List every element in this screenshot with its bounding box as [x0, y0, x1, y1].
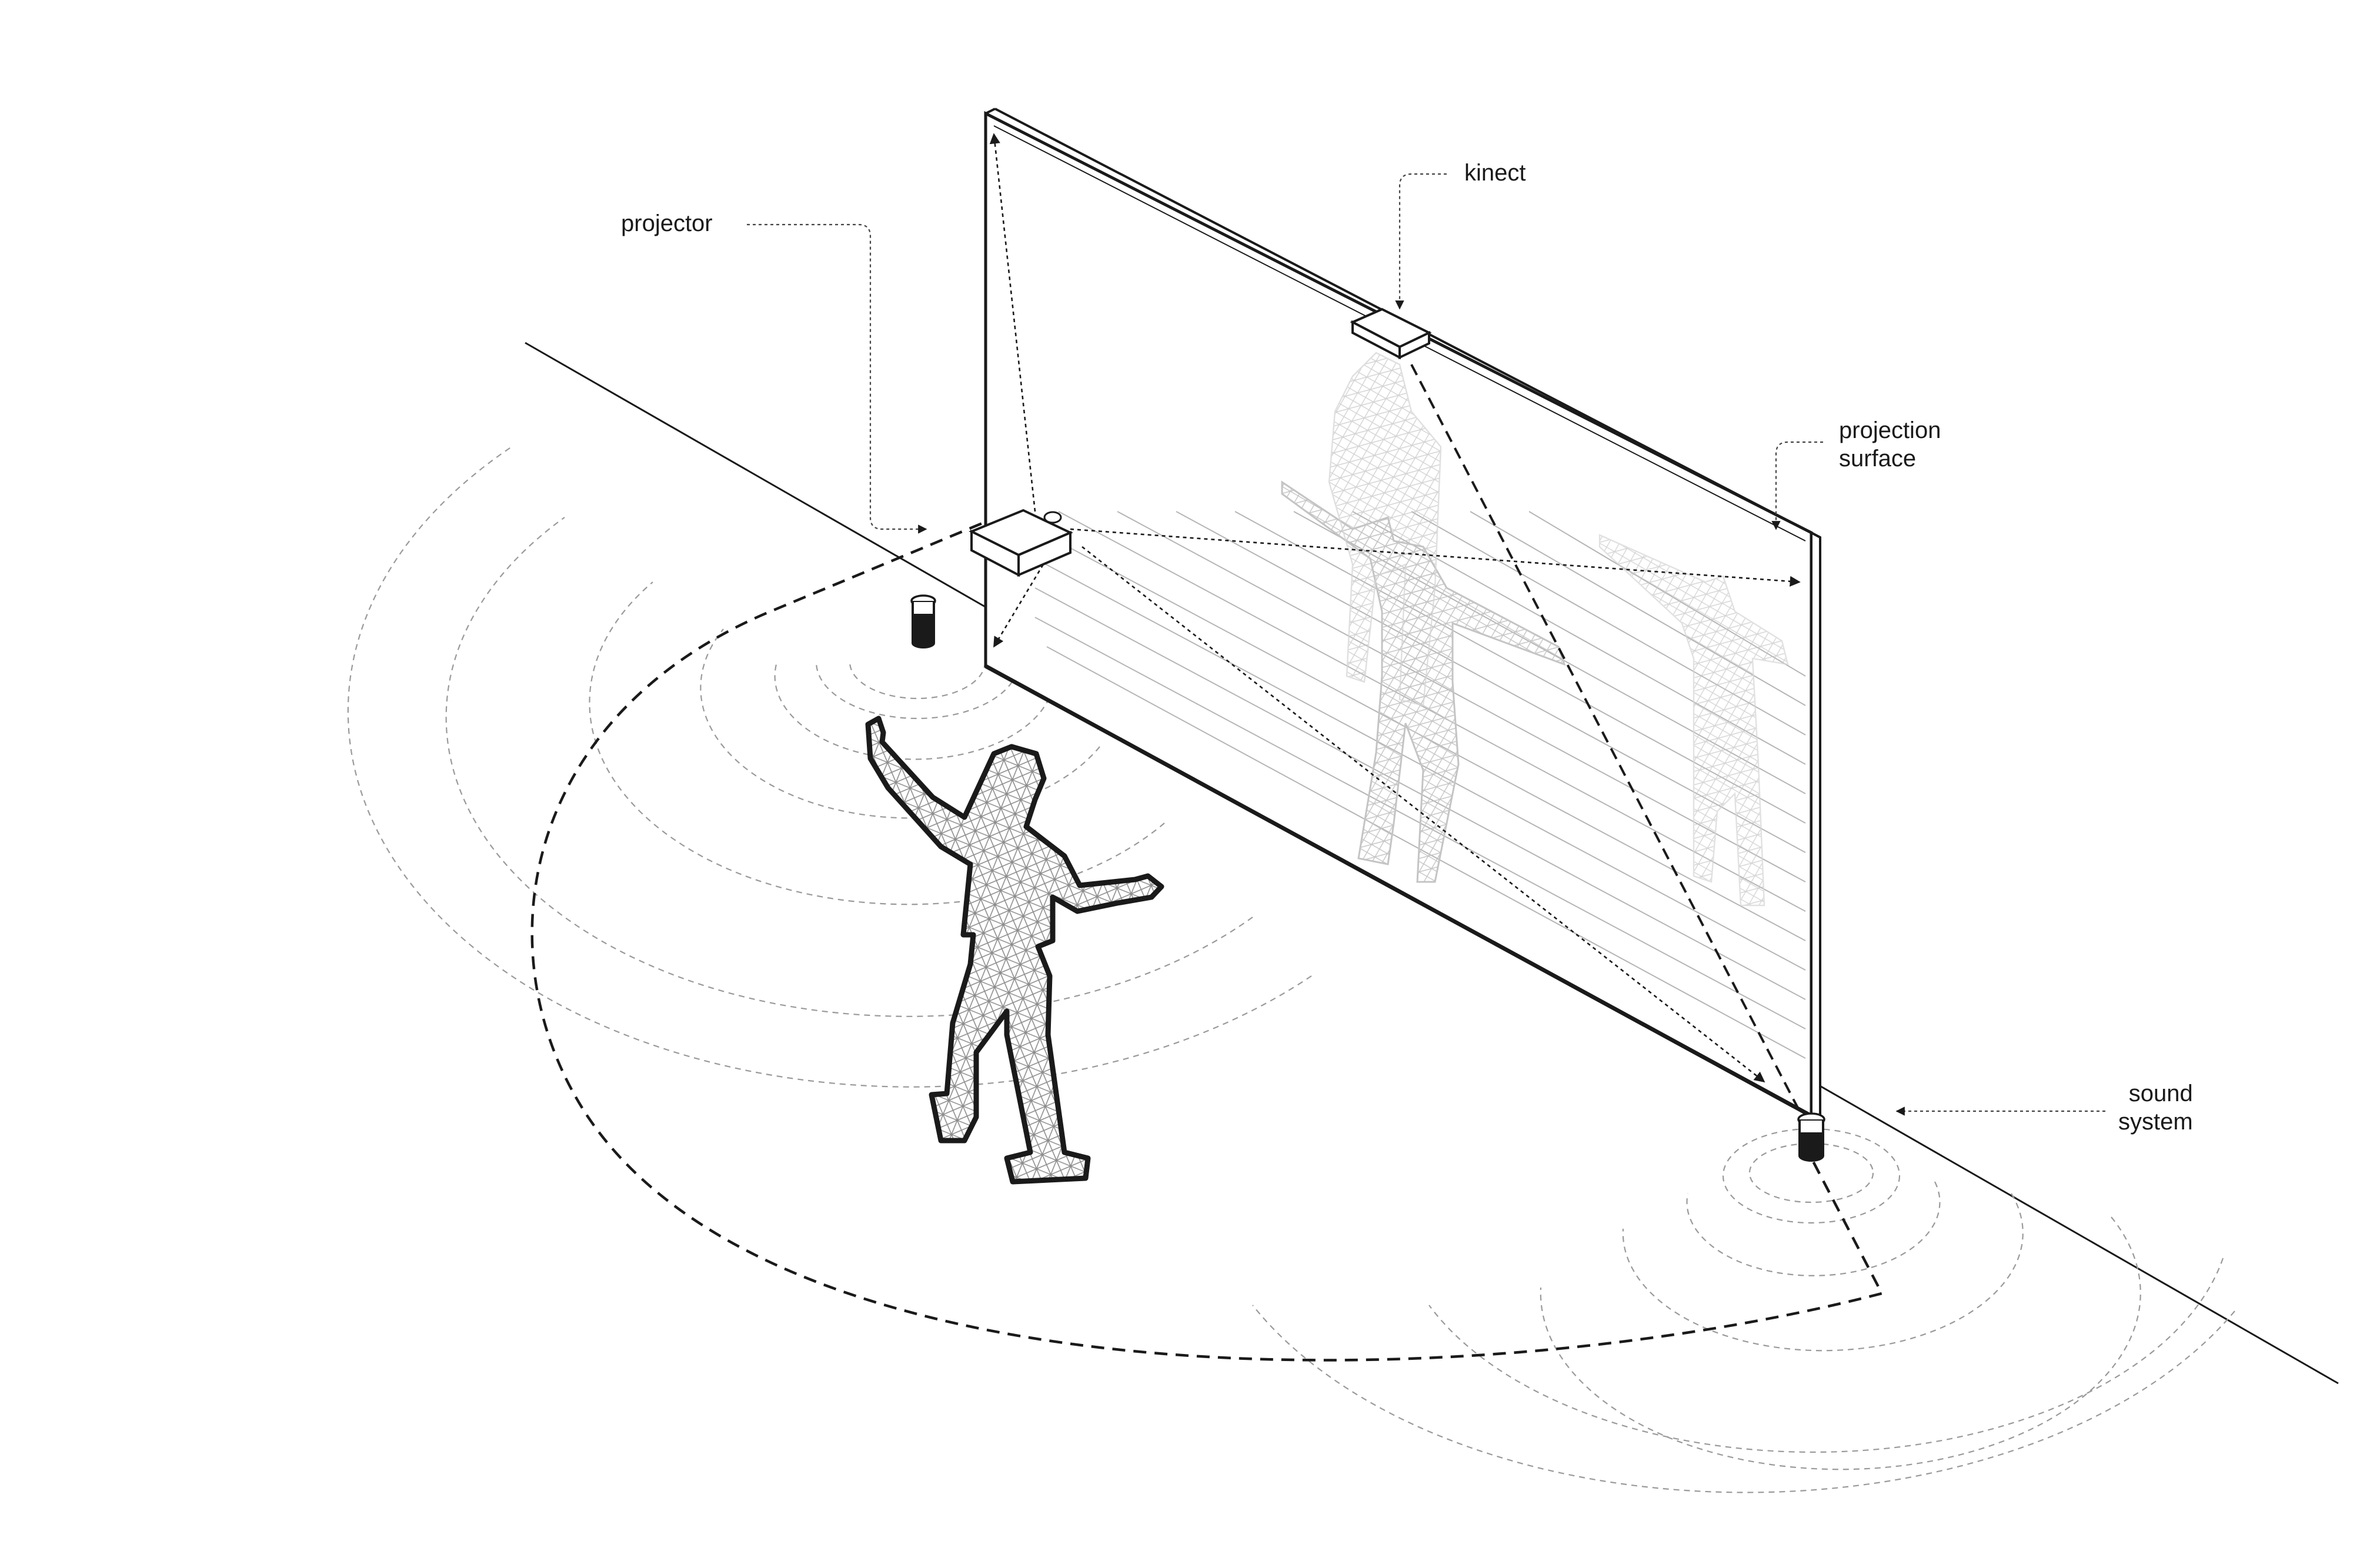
label-projection-surface-line1: projection — [1839, 417, 1941, 443]
label-projector: projector — [621, 210, 713, 236]
label-sound-system-line2: system — [2118, 1109, 2193, 1135]
speaker-left — [910, 594, 936, 648]
label-sound-system: sound system — [2118, 1079, 2193, 1136]
projection-beam — [989, 133, 1801, 1083]
leader-lines — [747, 173, 2105, 1116]
projector-device — [969, 509, 1073, 577]
kinect-detection-zone — [530, 343, 1884, 1362]
projected-figure-echo-right — [1598, 534, 1789, 907]
kinect-sensing-beam — [1410, 364, 1801, 1112]
label-projection-surface-line2: surface — [1839, 446, 1917, 472]
sound-waves-right — [1252, 1128, 2235, 1493]
person-silhouette — [865, 716, 1164, 1185]
label-projection-surface: projection surface — [1839, 416, 1941, 473]
label-sound-system-line1: sound — [2128, 1081, 2193, 1106]
kinect-sensor — [1350, 307, 1432, 360]
projection-surface — [984, 108, 1821, 1123]
label-kinect: kinect — [1464, 160, 1526, 186]
speaker-right — [1797, 1112, 1825, 1162]
projected-figure-echo-left — [1328, 352, 1442, 707]
